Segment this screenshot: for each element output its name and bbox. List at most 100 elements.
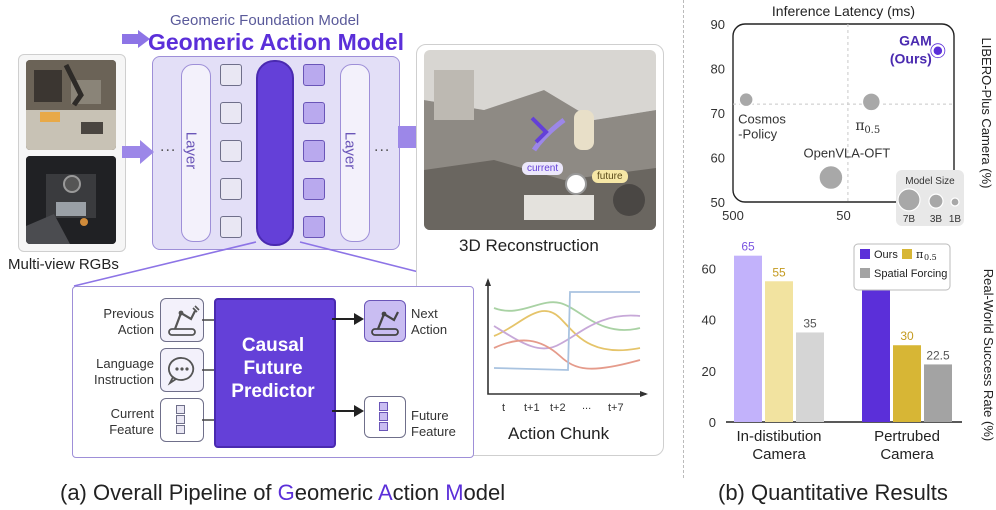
scatter-ytick: 50 (711, 195, 725, 210)
caption-a-part: odel (463, 480, 506, 505)
rgb-view-top (26, 60, 116, 150)
right-layer-block (340, 64, 370, 242)
scatter-xtick: 50 (836, 208, 850, 223)
scatter-point (861, 92, 882, 112)
left-layer-label: Layer (182, 131, 200, 170)
reconstruction-image (424, 50, 656, 230)
legend-size-mark (928, 193, 944, 209)
scatter-label-cosmos: Cosmos (738, 112, 786, 127)
token-right-1 (303, 64, 325, 86)
input-arrow-icon (122, 140, 154, 169)
rgb-view-bottom (26, 156, 116, 244)
latency-scatter-chart: Inference Latency (ms)506070809050050105… (711, 3, 994, 226)
right-ellipsis: ... (374, 138, 391, 155)
token-right-4 (303, 178, 325, 200)
legend-swatch-pi (902, 249, 912, 259)
predictor-title: Causal Future Predictor (231, 335, 315, 402)
token-left-3 (220, 140, 242, 162)
bar (765, 281, 793, 422)
left-layer-block (181, 64, 211, 242)
scatter-label-openvla: OpenVLA-OFT (804, 146, 891, 161)
chunk-tick-4: t+7 (608, 402, 624, 414)
token-right-3 (303, 140, 325, 162)
bar-category-label: In-distibution (736, 428, 821, 445)
bar-data-label: 55 (772, 265, 786, 279)
legend-label-spatial: Spatial Forcing (874, 268, 947, 280)
bar (796, 332, 824, 422)
scatter-xtick: 500 (722, 208, 744, 223)
bar-ytick: 20 (702, 364, 716, 379)
chunk-tick-3: ... (582, 400, 592, 412)
caption-a-part: ction (392, 480, 446, 505)
bar (862, 287, 890, 422)
token-left-5 (220, 216, 242, 238)
token-left-1 (220, 64, 242, 86)
bar-ytick: 60 (702, 261, 716, 276)
caption-a-part: eomeric (294, 480, 378, 505)
caption-a-accent: G (277, 480, 295, 505)
model-subtitle: Geomeric Foundation Model (170, 12, 360, 29)
scatter-title: Inference Latency (ms) (772, 3, 915, 19)
model-title: Geomeric Action Model (148, 29, 405, 55)
scatter-ytick: 70 (711, 106, 725, 121)
token-right-2 (303, 102, 325, 124)
action-chunk-label: Action Chunk (508, 424, 610, 443)
legend-label-pi-sub: 0.5 (924, 253, 937, 262)
chunk-tick-2: t+2 (550, 402, 566, 414)
scatter-point (932, 44, 944, 57)
multiview-label: Multi-view RGBs (8, 256, 119, 273)
chunk-tick-1: t+1 (524, 402, 540, 414)
bar (924, 364, 952, 422)
scatter-point-ring (930, 43, 946, 59)
scatter-label-pi-sub: 0.5 (864, 125, 880, 136)
caption-a-accent: A (377, 480, 393, 505)
legend-swatch-spatial (860, 268, 870, 278)
legend-label-pi: π (916, 248, 923, 261)
bar-category-label: Camera (880, 446, 934, 463)
scatter-ylabel: LIBERO-Plus Camera (%) (979, 38, 994, 189)
panel-divider (683, 0, 684, 478)
panel-b-caption: (b) Quantitative Results (718, 480, 948, 505)
scatter-ytick: 60 (711, 151, 725, 166)
success-rate-bar-chart: 0204060655535In-distibutionCamera52.5302… (702, 240, 996, 463)
recon-tag-future: future (592, 170, 628, 183)
scatter-plot-area (732, 23, 955, 203)
causal-future-predictor-block (214, 298, 336, 448)
bar-category-label: Pertrubed (874, 428, 940, 445)
future-feature-icon (364, 396, 406, 438)
next-action-icon (364, 300, 406, 342)
legend-size-label: 1B (949, 214, 962, 225)
scatter-point (818, 164, 844, 191)
bar (734, 255, 762, 422)
bar-ylabel: Real-World Success Rate (%) (981, 269, 996, 441)
bar-ytick: 0 (709, 415, 716, 430)
legend-size-mark (897, 188, 921, 212)
token-left-2 (220, 102, 242, 124)
legend-swatch-ours (860, 249, 870, 259)
token-left-4 (220, 178, 242, 200)
current-feature-icon (160, 398, 204, 442)
bar-category-label: Camera (752, 446, 806, 463)
scatter-point (738, 91, 754, 108)
recon-label: 3D Reconstruction (459, 236, 599, 255)
caption-a-part: (a) Overall Pipeline of (60, 480, 278, 505)
scatter-label-pi: π (855, 118, 864, 134)
legend-size-label: 7B (903, 214, 916, 225)
panel-a-caption: (a) Overall Pipeline of Geomeric Action … (60, 480, 505, 506)
chunk-tick-0: t (502, 402, 506, 414)
robot-arm-icon (160, 298, 204, 342)
legend-label-ours: Ours (874, 249, 898, 261)
legend-size-mark (950, 197, 960, 207)
bar-legend-box (853, 243, 951, 291)
scatter-ytick: 90 (711, 17, 725, 32)
scatter-label-gam: GAM (899, 33, 932, 49)
bar-data-label: 35 (803, 316, 817, 330)
output-arrows (332, 310, 366, 425)
title-arrow-icon (122, 30, 152, 53)
token-right-5 (303, 216, 325, 238)
